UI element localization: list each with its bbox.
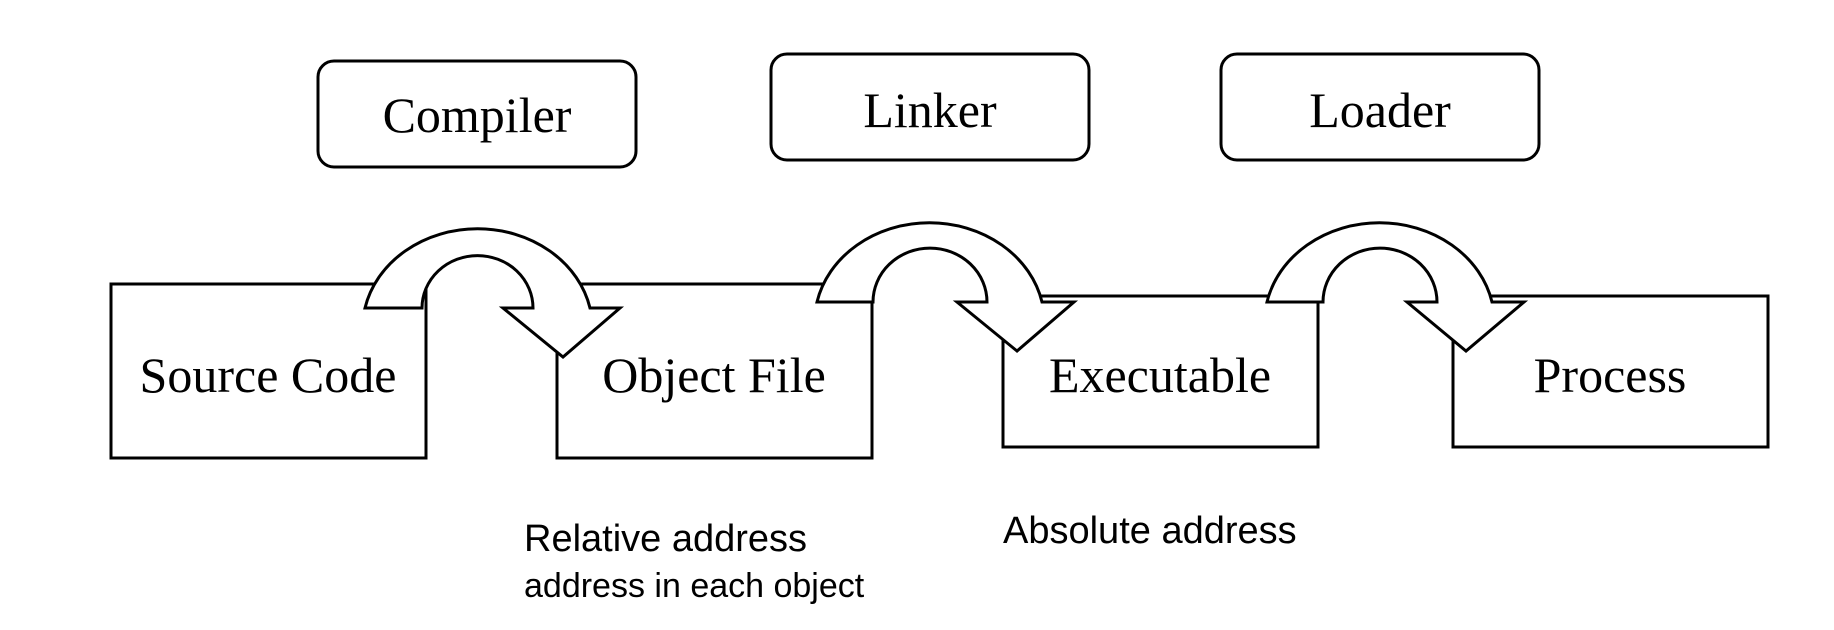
curved-arrow-icon [363, 227, 625, 359]
stage-source-code: Source Code [109, 282, 428, 460]
tool-linker: Linker [769, 52, 1091, 162]
relative-address-note: Relative address [524, 518, 807, 560]
stage-label: Object File [602, 347, 826, 403]
stage-label: Executable [1049, 347, 1271, 403]
tool-label: Loader [1309, 82, 1451, 138]
absolute-address-note: Absolute address [1003, 510, 1297, 552]
tool-box [1219, 52, 1541, 162]
stage-label: Process [1534, 347, 1687, 403]
stage-executable: Executable [1001, 294, 1320, 449]
stage-box [109, 282, 428, 460]
stage-label: Source Code [140, 347, 397, 403]
tool-compiler: Compiler [316, 59, 638, 169]
tool-box [769, 52, 1091, 162]
tool-label: Linker [863, 82, 997, 138]
stage-box [1001, 294, 1320, 449]
stage-process: Process [1451, 294, 1770, 449]
tool-loader: Loader [1219, 52, 1541, 162]
curved-arrow-icon [815, 221, 1079, 353]
tool-box [316, 59, 638, 169]
tool-label: Compiler [383, 87, 572, 143]
stage-box [1451, 294, 1770, 449]
curved-arrow-icon [1265, 221, 1529, 353]
relative-address-subnote: address in each object [524, 567, 865, 605]
